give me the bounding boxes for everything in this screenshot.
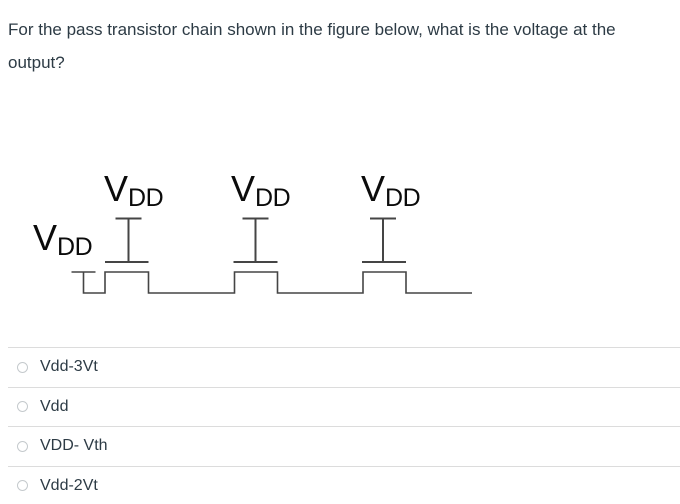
vdd-gate-label-3: VDD (361, 168, 421, 213)
vdd-input-label-base: V (33, 217, 58, 258)
circuit-figure: VDD VDD VDD VDD (0, 0, 520, 320)
radio-button-icon[interactable] (17, 440, 28, 452)
vdd-input-label: VDD (33, 217, 93, 262)
vdd-gate-label-2: VDD (231, 168, 291, 213)
pass-chain-wire (82, 271, 472, 294)
option-label: Vdd-2Vt (40, 476, 98, 494)
answer-options-list: Vdd-3Vt Vdd VDD- Vth Vdd-2Vt (8, 347, 680, 504)
vdd-gate-label-2-base: V (231, 168, 256, 209)
vdd-gate-label-3-base: V (361, 168, 386, 209)
radio-button-icon[interactable] (17, 361, 28, 373)
answer-option-1[interactable]: Vdd-3Vt (8, 347, 680, 387)
option-label: VDD- Vth (40, 437, 108, 455)
vdd-gate-label-1-sub: DD (128, 184, 164, 212)
vdd-gate-label-1: VDD (104, 168, 164, 213)
option-label: Vdd-3Vt (40, 358, 98, 376)
vdd-gate-label-2-sub: DD (255, 184, 291, 212)
transistor-1-gate (105, 217, 149, 263)
answer-option-2[interactable]: Vdd (8, 386, 680, 426)
radio-button-icon[interactable] (17, 480, 28, 492)
vdd-gate-label-3-sub: DD (385, 184, 421, 212)
channel-wire (71, 271, 472, 294)
vdd-gate-label-1-base: V (104, 168, 129, 209)
transistor-3-gate (362, 217, 406, 263)
vdd-input-label-sub: DD (57, 233, 93, 261)
radio-button-icon[interactable] (17, 401, 28, 413)
answer-option-3[interactable]: VDD- Vth (8, 426, 680, 466)
question-text: For the pass transistor chain shown in t… (8, 20, 616, 72)
answer-option-4[interactable]: Vdd-2Vt (8, 465, 680, 504)
pass-transistor-chain-diagram (71, 217, 472, 294)
transistor-2-gate (233, 217, 278, 263)
option-label: Vdd (40, 397, 69, 415)
transistor-gates (105, 217, 406, 263)
